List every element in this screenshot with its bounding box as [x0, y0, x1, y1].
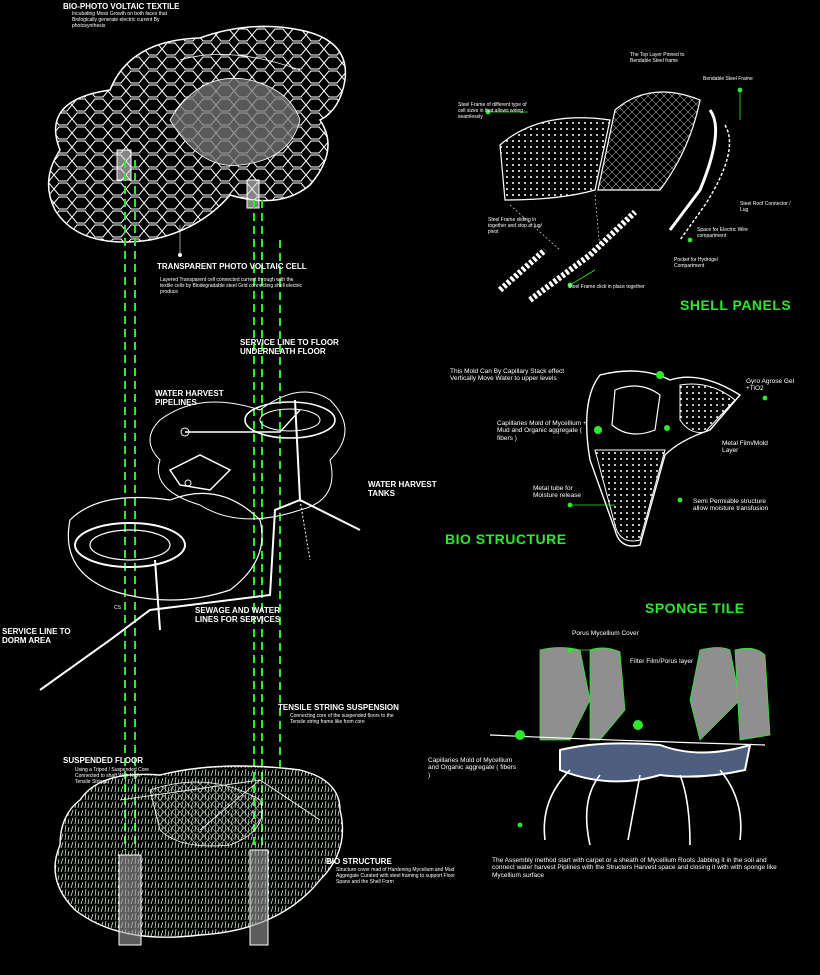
suspended-desc: Using a Tripod / Suspended Core Connecte… [75, 767, 149, 785]
shell-panels-title: SHELL PANELS [680, 297, 792, 313]
service-floor-plan [39, 391, 361, 691]
mushroom-icon [594, 371, 670, 434]
bio-structure-drawing [586, 370, 742, 547]
suspended-core-left [118, 854, 142, 946]
bio-structure-title: BIO STRUCTURE [445, 531, 567, 547]
shell-panels-drawing [498, 91, 731, 303]
transparent-cell-desc: Layered Transparent cell connected curre… [160, 277, 303, 295]
bio-capillaries-label: Capillaries Mold of Mycellium + Mud and … [497, 420, 587, 442]
tensile-title: TENSILE STRING SUSPENSION [278, 703, 399, 712]
sponge-capillaries-label: Capillaries Mold of Mycellium and Organi… [428, 757, 517, 779]
service-dorm-title: SERVICE LINE TO DORM AREA [2, 627, 71, 646]
leader-lines [485, 87, 768, 828]
sponge-porus-label: Porus Mycellium Cover [572, 630, 639, 637]
bio-structure-small-title: BIO STRUCTURE [326, 857, 392, 866]
bio-metal-film-label: Metal Film/Mold Layer [722, 440, 768, 455]
shell-wire-space-label: Space for Electric Wire compartment [697, 227, 748, 239]
sponge-filter-label: Filter Film/Porus layer [630, 658, 694, 665]
shell-bendable-label: Bendable Steel Frame [703, 76, 753, 82]
suspended-title: SUSPENDED FLOOR [63, 756, 144, 765]
cs-label: CS [114, 605, 121, 611]
bio-semi-label: Semi Permiable structure allow moisture … [693, 498, 769, 513]
shell-sliding-label: Steel Frame sliding in together and stop… [488, 217, 542, 235]
water-tanks-title: WATER HARVEST TANKS [368, 480, 437, 499]
mushroom-icon [515, 720, 643, 740]
shell-roof-connector-label: Steel Roof Connector / Lug [740, 201, 791, 213]
bio-metal-tube-label: Metal tube for Moisture release [533, 485, 582, 500]
suspended-core-right [249, 849, 269, 946]
transparent-cell-title: TRANSPARENT PHOTO VOLTAIC CELL [157, 262, 307, 271]
bio-photo-title: BIO-PHOTO VOLTAIC TEXTILE [63, 2, 180, 11]
tensile-desc: Connecting core of the suspended floors … [290, 713, 394, 725]
sponge-tile-title: SPONGE TILE [645, 600, 745, 616]
suspended-floor [54, 765, 344, 946]
bio-mold-label: This Mold Can By Capillary Stack effect … [450, 368, 565, 383]
sewage-title: SEWAGE AND WATER LINES FOR SERVICES [195, 606, 281, 625]
alignment-axes [124, 160, 281, 850]
shell-frame-cells-label: Steel Frame of different type of cell si… [458, 102, 527, 120]
sponge-assembly-text: The Assembly method start with carpet or… [492, 857, 777, 879]
bio-photo-desc: Incubating Moss Growth on both faces tha… [72, 11, 168, 29]
shell-click-label: Steel Frame click in place together [568, 284, 645, 290]
bio-photo-voltaic-shell [47, 25, 347, 257]
shell-top-layer-label: The Top Layer Pinned to Bendable Steel f… [630, 52, 685, 64]
sponge-tile-drawing [489, 647, 771, 846]
bio-structure-small-desc: Structure cover mad of Hardening Myceliu… [336, 867, 455, 885]
bio-gyro-label: Gyro Agrose Gel +TiO2 [746, 378, 795, 393]
service-floor-title: SERVICE LINE TO FLOOR UNDERNEATH FLOOR [240, 338, 339, 357]
water-pipes-title: WATER HARVEST PIPELINES [155, 389, 224, 408]
shell-pocket-label: Pocket for Hydrogel Compartment [674, 257, 718, 269]
